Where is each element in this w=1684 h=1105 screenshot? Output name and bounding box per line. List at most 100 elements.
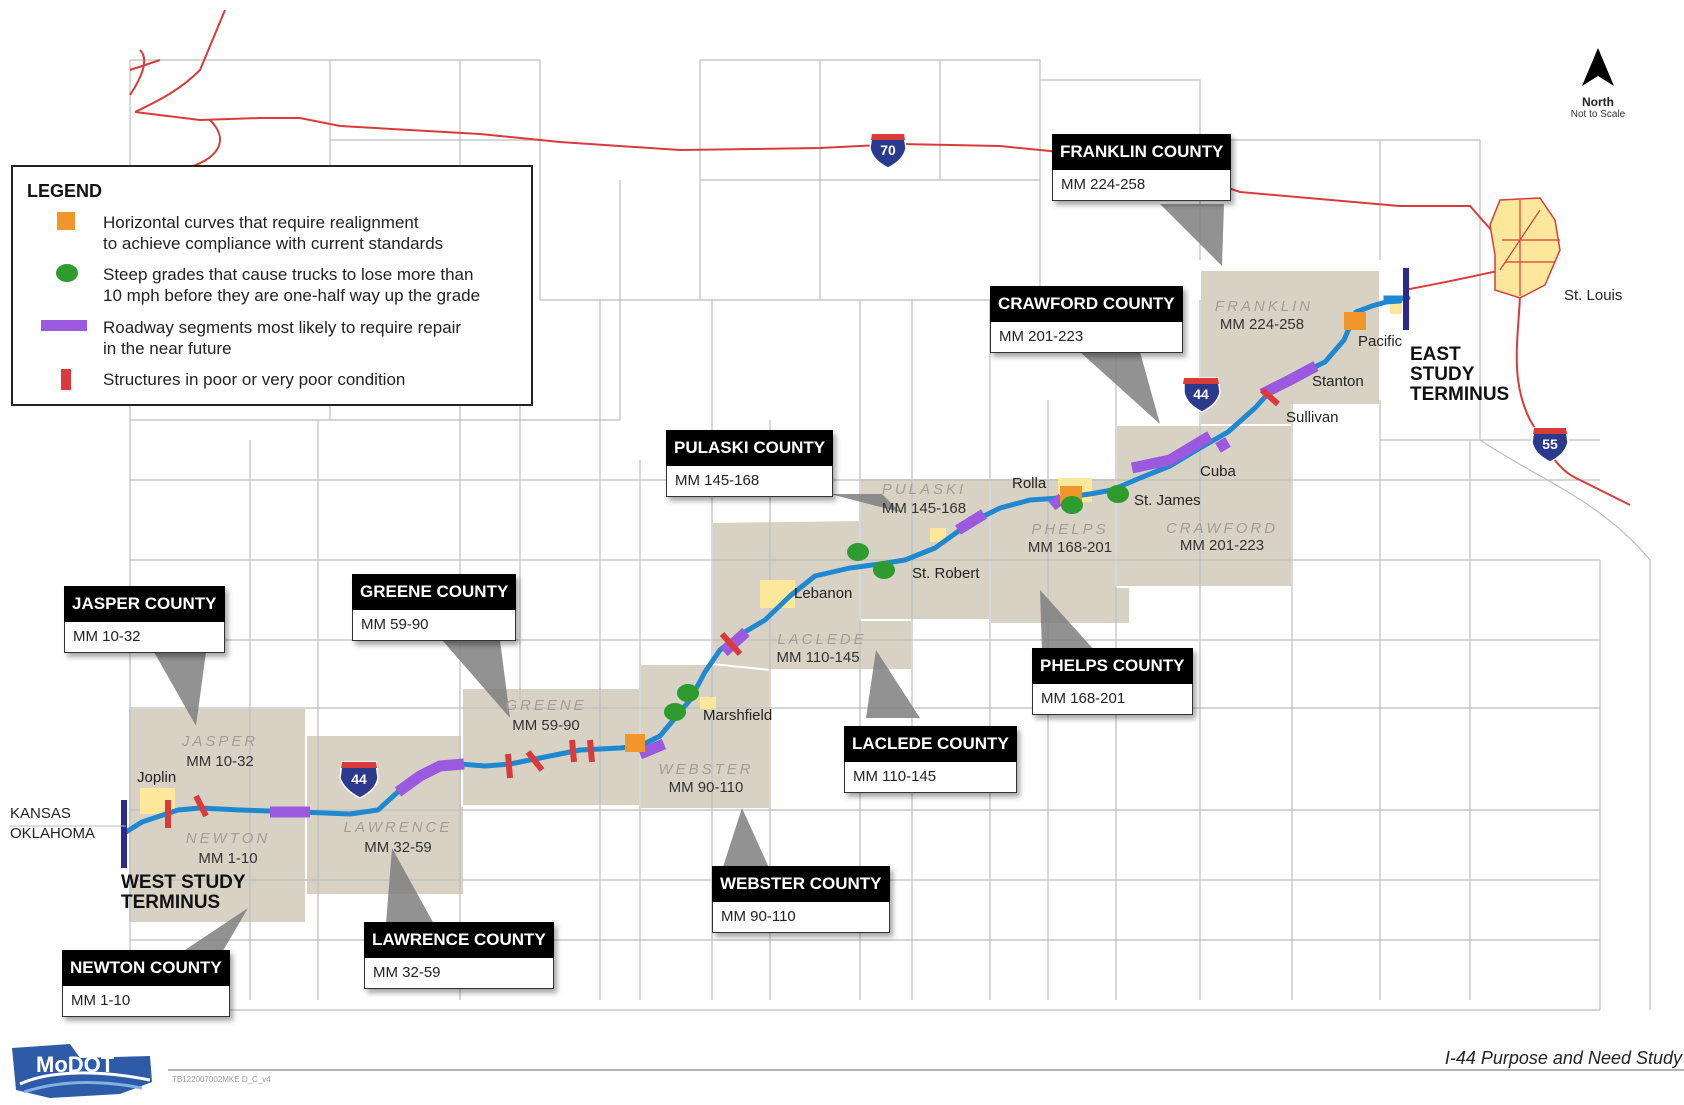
red-bar-icon bbox=[61, 369, 71, 390]
callout-range: MM 10-32 bbox=[64, 622, 225, 653]
i70-shield: 70 bbox=[869, 133, 907, 169]
county-label-range: MM 90-110 bbox=[669, 779, 744, 796]
callout-range: MM 1-10 bbox=[62, 986, 230, 1017]
legend-box: LEGEND Horizontal curves that require re… bbox=[11, 165, 533, 406]
county-label-range: MM 224-258 bbox=[1220, 316, 1304, 333]
county-label-range: MM 110-145 bbox=[776, 649, 859, 666]
curve-marker bbox=[1344, 312, 1366, 330]
legend-label: Steep grades that cause trucks to lose m… bbox=[103, 265, 481, 305]
county-label-name: LACLEDE bbox=[777, 631, 866, 648]
grade-marker bbox=[1061, 496, 1083, 514]
north-label: North bbox=[1582, 95, 1614, 109]
structure-mark bbox=[505, 753, 513, 779]
county-label-name: JASPER bbox=[181, 733, 258, 750]
state-label-kansas: KANSAS bbox=[10, 805, 71, 822]
structure-mark bbox=[719, 631, 743, 657]
county-label-name: WEBSTER bbox=[658, 761, 753, 778]
callout-crawford: CRAWFORD COUNTY MM 201-223 bbox=[990, 286, 1183, 353]
i44-shield-east: 44 bbox=[1183, 377, 1221, 413]
county-label-name: GREENE bbox=[505, 697, 586, 714]
county-label-range: MM 168-201 bbox=[1028, 539, 1112, 556]
callout-webster: WEBSTER COUNTY MM 90-110 bbox=[712, 866, 890, 933]
callout-title: PHELPS COUNTY bbox=[1032, 648, 1193, 684]
county-label-range: MM 10-32 bbox=[186, 753, 254, 770]
state-label-oklahoma: OKLAHOMA bbox=[10, 825, 95, 842]
callout-title: LAWRENCE COUNTY bbox=[364, 922, 554, 958]
repair-segments bbox=[270, 361, 1319, 818]
county-label-name: CRAWFORD bbox=[1166, 520, 1278, 537]
city-label-marshfield: Marshfield bbox=[703, 707, 772, 724]
grade-marker bbox=[664, 703, 686, 721]
county-label-name: FRANKLIN bbox=[1215, 298, 1313, 315]
scale-note: Not to Scale bbox=[1570, 109, 1626, 120]
county-franklin bbox=[1199, 269, 1381, 426]
i44-shield-west: 44 bbox=[339, 761, 379, 799]
legend-title: LEGEND bbox=[27, 181, 103, 201]
callout-range: MM 145-168 bbox=[666, 466, 834, 497]
purple-bar-icon bbox=[41, 320, 87, 331]
grade-marker bbox=[677, 684, 699, 702]
i70-shield-text: 70 bbox=[880, 142, 896, 158]
modot-logo: MoDOT bbox=[10, 1040, 160, 1100]
city-label-sullivan: Sullivan bbox=[1286, 409, 1339, 426]
study-title: I-44 Purpose and Need Study bbox=[1444, 1048, 1682, 1068]
structure-mark bbox=[525, 750, 545, 772]
city-label-rolla: Rolla bbox=[1012, 475, 1047, 492]
callout-title: PULASKI COUNTY bbox=[666, 430, 834, 466]
callout-range: MM 110-145 bbox=[844, 762, 1017, 793]
callout-title: NEWTON COUNTY bbox=[62, 950, 230, 986]
structure-mark bbox=[569, 739, 577, 763]
callout-greene: GREENE COUNTY MM 59-90 bbox=[352, 574, 517, 641]
i44-shield-east-text: 44 bbox=[1193, 386, 1209, 402]
callout-title: LACLEDE COUNTY bbox=[844, 726, 1017, 762]
city-label-cuba: Cuba bbox=[1200, 463, 1237, 480]
terminus-line: WEST STUDY bbox=[121, 872, 246, 893]
county-label-name: PULASKI bbox=[882, 481, 966, 498]
county-label-range: MM 145-168 bbox=[882, 500, 966, 517]
county-boundaries bbox=[129, 59, 1651, 1011]
county-label-range: MM 1-10 bbox=[198, 850, 257, 867]
state-labels: KANSAS OKLAHOMA bbox=[10, 805, 126, 842]
grade-marker bbox=[873, 561, 895, 579]
county-label-name: LAWRENCE bbox=[344, 819, 453, 836]
callout-jasper: JASPER COUNTY MM 10-32 bbox=[64, 586, 225, 653]
logo-text: MoDOT bbox=[36, 1052, 115, 1077]
callout-range: MM 59-90 bbox=[352, 610, 517, 641]
modot-logo-icon: MoDOT bbox=[12, 1044, 152, 1098]
st-louis-metro bbox=[1489, 197, 1561, 299]
city-label-lebanon: Lebanon bbox=[794, 585, 852, 602]
city-label-st-james: St. James bbox=[1134, 492, 1201, 509]
i44-shield-west-text: 44 bbox=[351, 771, 367, 787]
grade-marker bbox=[847, 543, 869, 561]
structure-mark bbox=[193, 794, 209, 818]
terminus-line: STUDY bbox=[1410, 364, 1475, 385]
callout-title: CRAWFORD COUNTY bbox=[990, 286, 1183, 322]
curve-marker bbox=[625, 734, 645, 752]
callout-lawrence: LAWRENCE COUNTY MM 32-59 bbox=[364, 922, 554, 989]
poor-structures bbox=[165, 387, 1280, 828]
callout-title: JASPER COUNTY bbox=[64, 586, 225, 622]
county-label-range: MM 201-223 bbox=[1180, 537, 1264, 554]
callout-title: WEBSTER COUNTY bbox=[712, 866, 890, 902]
orange-square-icon bbox=[57, 212, 75, 230]
grade-marker bbox=[1107, 485, 1129, 503]
terminus-line: EAST bbox=[1410, 344, 1461, 365]
grade-markers bbox=[664, 485, 1129, 721]
city-label-stanton: Stanton bbox=[1312, 373, 1364, 390]
callout-range: MM 32-59 bbox=[364, 958, 554, 989]
callout-pointers bbox=[154, 204, 1224, 956]
document-id: TB122007002MKE D_C_v4 bbox=[172, 1075, 271, 1084]
legend-label: Structures in poor or very poor conditio… bbox=[103, 370, 406, 389]
callout-range: MM 224-258 bbox=[1052, 170, 1232, 201]
i55-shield: 55 bbox=[1531, 427, 1569, 463]
terminus-line: TERMINUS bbox=[121, 892, 220, 913]
callout-title: GREENE COUNTY bbox=[352, 574, 517, 610]
structure-mark bbox=[587, 739, 595, 763]
callout-range: MM 201-223 bbox=[990, 322, 1183, 353]
callout-newton: NEWTON COUNTY MM 1-10 bbox=[62, 950, 230, 1017]
callout-laclede: LACLEDE COUNTY MM 110-145 bbox=[844, 726, 1017, 793]
county-label-range: MM 59-90 bbox=[512, 717, 580, 734]
city-label-joplin: Joplin bbox=[137, 769, 176, 786]
